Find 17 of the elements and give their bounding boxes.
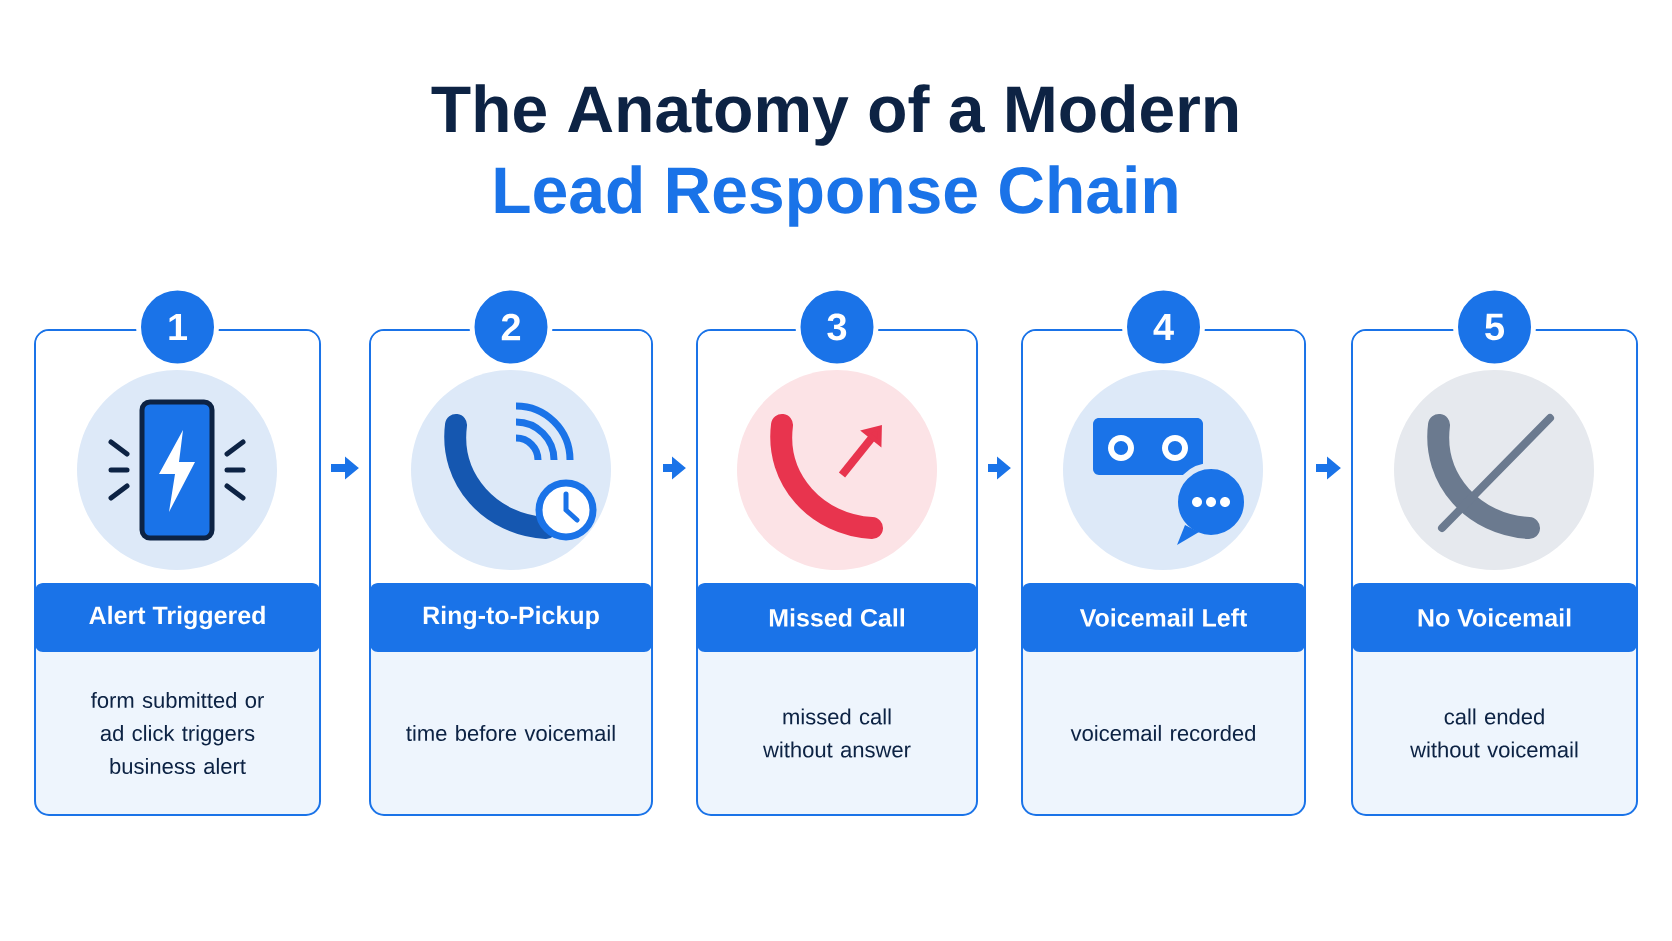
step-description: time before voicemail <box>406 724 615 742</box>
step-description: voicemail recorded <box>1070 724 1255 742</box>
step-header: Alert Triggered <box>35 583 320 652</box>
step-header: Voicemail Left <box>1022 583 1305 652</box>
step-number: 4 <box>1122 285 1205 369</box>
step-description: form submitted or ad click triggers business alert <box>91 691 264 775</box>
step-header: Missed Call <box>697 583 977 652</box>
title: The Anatomy of a Modern <box>431 84 1238 146</box>
step-number: 2 <box>469 285 553 369</box>
step-number: 5 <box>1453 285 1536 369</box>
step-header: No Voicemail <box>1352 583 1637 652</box>
step-number: 3 <box>795 285 879 369</box>
step-number: 1 <box>136 285 219 369</box>
step-description: call ended without voicemail <box>1410 708 1578 758</box>
title: Lead Response Chain <box>495 165 1177 227</box>
step-header: Ring-to-Pickup <box>370 583 652 652</box>
step-description: missed call without answer <box>763 708 911 758</box>
